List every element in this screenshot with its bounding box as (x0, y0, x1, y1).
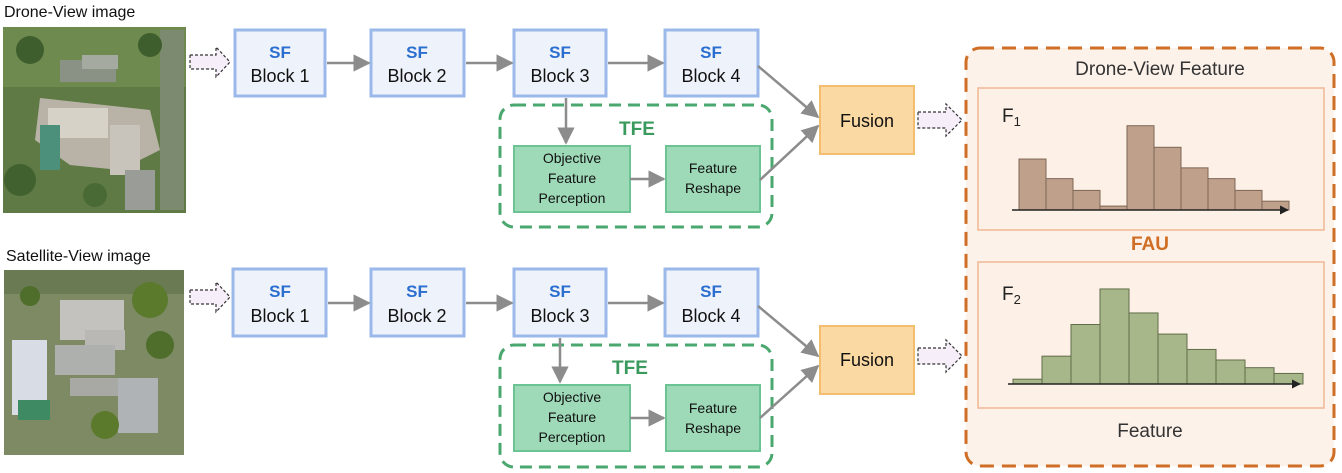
objective-feature-perception-box: Objective Feature Perception (513, 384, 631, 452)
drone-caption: Drone-View image (4, 4, 135, 21)
block-label: Block 1 (250, 66, 309, 86)
histogram-bar (1180, 167, 1209, 211)
fau-label: FAU (1131, 234, 1169, 255)
sf-label: SF (549, 282, 571, 301)
histogram-bar (1207, 178, 1236, 211)
block-label: Block 3 (530, 306, 589, 326)
histogram-bar (1261, 200, 1290, 211)
satellite-caption: Satellite-View image (6, 248, 151, 265)
sf-block-4: SF Block 4 (663, 28, 760, 98)
perception-line: Objective (543, 150, 602, 166)
feature-reshape-box: Feature Reshape (665, 145, 761, 213)
perception-line: Feature (548, 170, 596, 186)
histogram-bar (1045, 178, 1074, 211)
sf-block-3: SF Block 3 (512, 267, 608, 338)
sf-block-2: SF Block 2 (369, 28, 466, 98)
sf-label: SF (269, 43, 291, 62)
connector (757, 65, 820, 119)
sf-label: SF (269, 282, 291, 301)
histogram-bar (1153, 146, 1182, 211)
histogram-bar (1128, 312, 1159, 385)
histogram-bar (1072, 189, 1101, 211)
histogram-bar (1157, 333, 1188, 385)
histogram-bar (1099, 288, 1130, 385)
histogram-bar (1186, 348, 1217, 385)
connector (757, 305, 820, 358)
sf-label: SF (406, 43, 428, 62)
histogram-bar (1273, 372, 1304, 385)
drone-branch: Drone-View image SF Block 1 (3, 4, 963, 229)
fusion-box: Fusion (819, 325, 915, 395)
block-label: Block 2 (387, 306, 446, 326)
histogram-bar (1018, 158, 1047, 211)
tfe-panel (498, 103, 774, 229)
fusion-box: Fusion (819, 85, 915, 155)
histogram-bar (1234, 189, 1263, 211)
output-arrow (917, 338, 963, 374)
satellite-image (4, 270, 184, 455)
feature-reshape-box: Feature Reshape (665, 384, 761, 452)
histogram-bar (1126, 125, 1155, 211)
block-label: Block 3 (530, 66, 589, 86)
perception-line: Objective (543, 389, 602, 405)
block-label: Block 1 (250, 306, 309, 326)
sf-block-1: SF Block 1 (231, 267, 328, 338)
sf-block-2: SF Block 2 (369, 267, 466, 338)
fusion-label: Fusion (840, 350, 894, 370)
histogram-bar (1041, 355, 1072, 385)
output-arrow (917, 102, 963, 138)
sf-block-4: SF Block 4 (663, 267, 760, 338)
reshape-line: Reshape (685, 420, 741, 436)
connector (759, 124, 820, 181)
perception-line: Perception (539, 429, 606, 445)
perception-line: Feature (548, 409, 596, 425)
hist2-bars (1012, 288, 1304, 385)
histogram-bar (1215, 359, 1246, 385)
input-arrow (189, 45, 231, 79)
sf-block-1: SF Block 1 (233, 28, 327, 98)
block-label: Block 4 (681, 306, 740, 326)
tfe-title: TFE (612, 358, 648, 379)
histogram-bar (1244, 367, 1275, 385)
hist1-bars (1018, 125, 1290, 211)
reshape-line: Feature (689, 400, 737, 416)
sf-label: SF (549, 43, 571, 62)
perception-line: Perception (539, 190, 606, 206)
hist1-label: F1 (1002, 106, 1021, 129)
sf-label: SF (700, 43, 722, 62)
tfe-title: TFE (619, 119, 655, 140)
input-arrow (189, 280, 231, 314)
objective-feature-perception-box: Objective Feature Perception (513, 145, 631, 213)
fau-top-title: Drone-View Feature (1075, 59, 1245, 80)
fau-panel: Drone-View Feature FAU Feature F1 F2 (964, 46, 1336, 468)
block-label: Block 2 (387, 66, 446, 86)
hist2-label: F2 (1002, 284, 1021, 307)
drone-image (3, 27, 186, 213)
block-label: Block 4 (681, 66, 740, 86)
reshape-line: Feature (689, 160, 737, 176)
sf-label: SF (700, 282, 722, 301)
histogram-bar (1070, 323, 1101, 385)
reshape-line: Reshape (685, 180, 741, 196)
sf-label: SF (406, 282, 428, 301)
sf-block-3: SF Block 3 (512, 28, 608, 98)
fusion-label: Fusion (840, 111, 894, 131)
satellite-branch: Satellite-View image SF Block 1 SF (4, 248, 963, 469)
connector (759, 364, 820, 419)
fau-bottom-title: Feature (1117, 421, 1182, 442)
